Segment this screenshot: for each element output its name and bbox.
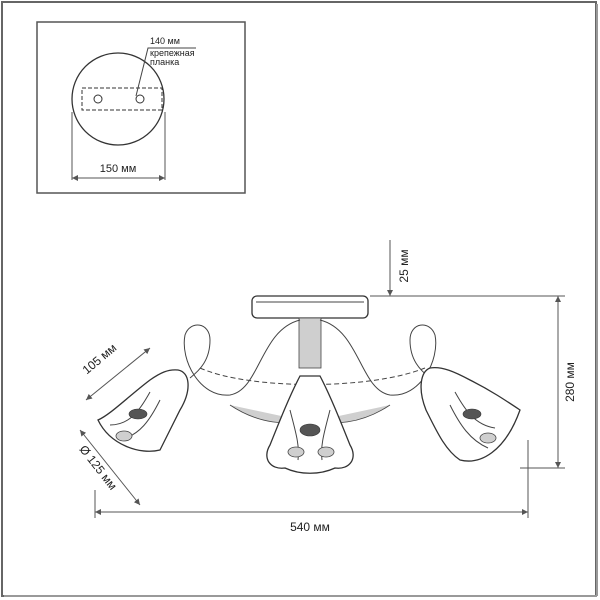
- bracket-label: 140 мм: [150, 36, 180, 46]
- shade-left-leaf: [128, 408, 148, 420]
- shade-right: [420, 366, 521, 462]
- shade-diameter-label: Ø 125 мм: [76, 443, 119, 493]
- shade-center: [266, 375, 354, 474]
- shade-center-rose-right: [317, 446, 335, 458]
- arm-right: [319, 319, 437, 396]
- shade-right-leaf: [462, 408, 482, 420]
- bracket-hole-right: [135, 94, 145, 104]
- mounting-bracket: [81, 87, 163, 111]
- total-width-label: 540 мм: [290, 520, 330, 534]
- shade-left-rose: [115, 430, 133, 442]
- mounting-inset: 150 мм 140 мм крепежная планка: [36, 21, 246, 194]
- shade-right-rose: [479, 432, 497, 444]
- canopy-height-label: 25 мм: [397, 249, 411, 282]
- ceiling-canopy: [251, 295, 369, 369]
- shade-center-rose-left: [287, 446, 305, 458]
- shade-center-leaf: [299, 423, 321, 437]
- shade-diameter-dimension: [79, 429, 141, 506]
- bracket-leader: [135, 47, 196, 97]
- center-stem: [298, 317, 322, 369]
- total-height-label: 280 мм: [563, 362, 577, 402]
- bracket-note-line1: крепежная: [150, 48, 195, 58]
- canopy-body: [251, 295, 369, 319]
- bracket-note-line2: планка: [150, 57, 179, 67]
- shade-left: [97, 369, 189, 452]
- arm-left: [183, 319, 301, 396]
- bracket-hole-left: [93, 94, 103, 104]
- shade-length-label: 105 мм: [80, 341, 120, 377]
- base-diameter-label: 150 мм: [100, 163, 137, 175]
- shade-length-dimension: [85, 347, 151, 401]
